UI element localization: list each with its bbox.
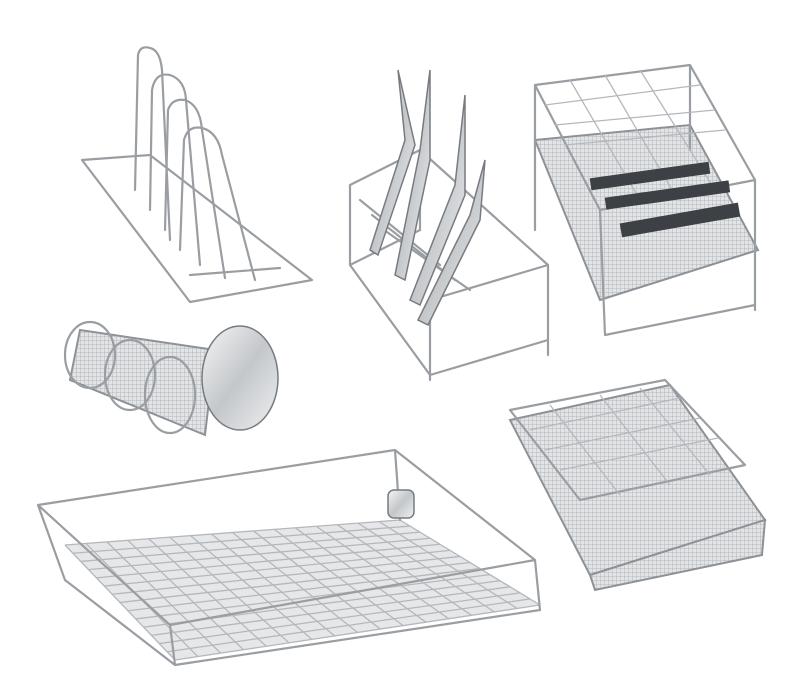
slotted-wire-rack — [80, 46, 314, 304]
basket-wire — [174, 604, 541, 661]
basket-wire — [112, 555, 461, 595]
basket-wire — [127, 567, 481, 612]
basket-wire — [135, 573, 491, 620]
basket-wire — [167, 598, 531, 653]
basket-wire — [151, 586, 511, 637]
basket-wire — [104, 549, 451, 587]
basket-wire — [80, 531, 421, 563]
basket-wire — [96, 543, 441, 579]
basket-wire — [159, 592, 521, 645]
forceps-holder-rack — [348, 69, 550, 382]
basket-wire — [72, 525, 411, 554]
large-wire-basket — [36, 448, 542, 667]
basket-wire — [119, 561, 471, 604]
mesh-instrument-tray — [508, 378, 767, 592]
cylindrical-mesh-holder — [63, 320, 279, 437]
basket-wire — [64, 519, 401, 546]
brush-basket — [533, 63, 760, 337]
basket-wire — [88, 537, 431, 571]
